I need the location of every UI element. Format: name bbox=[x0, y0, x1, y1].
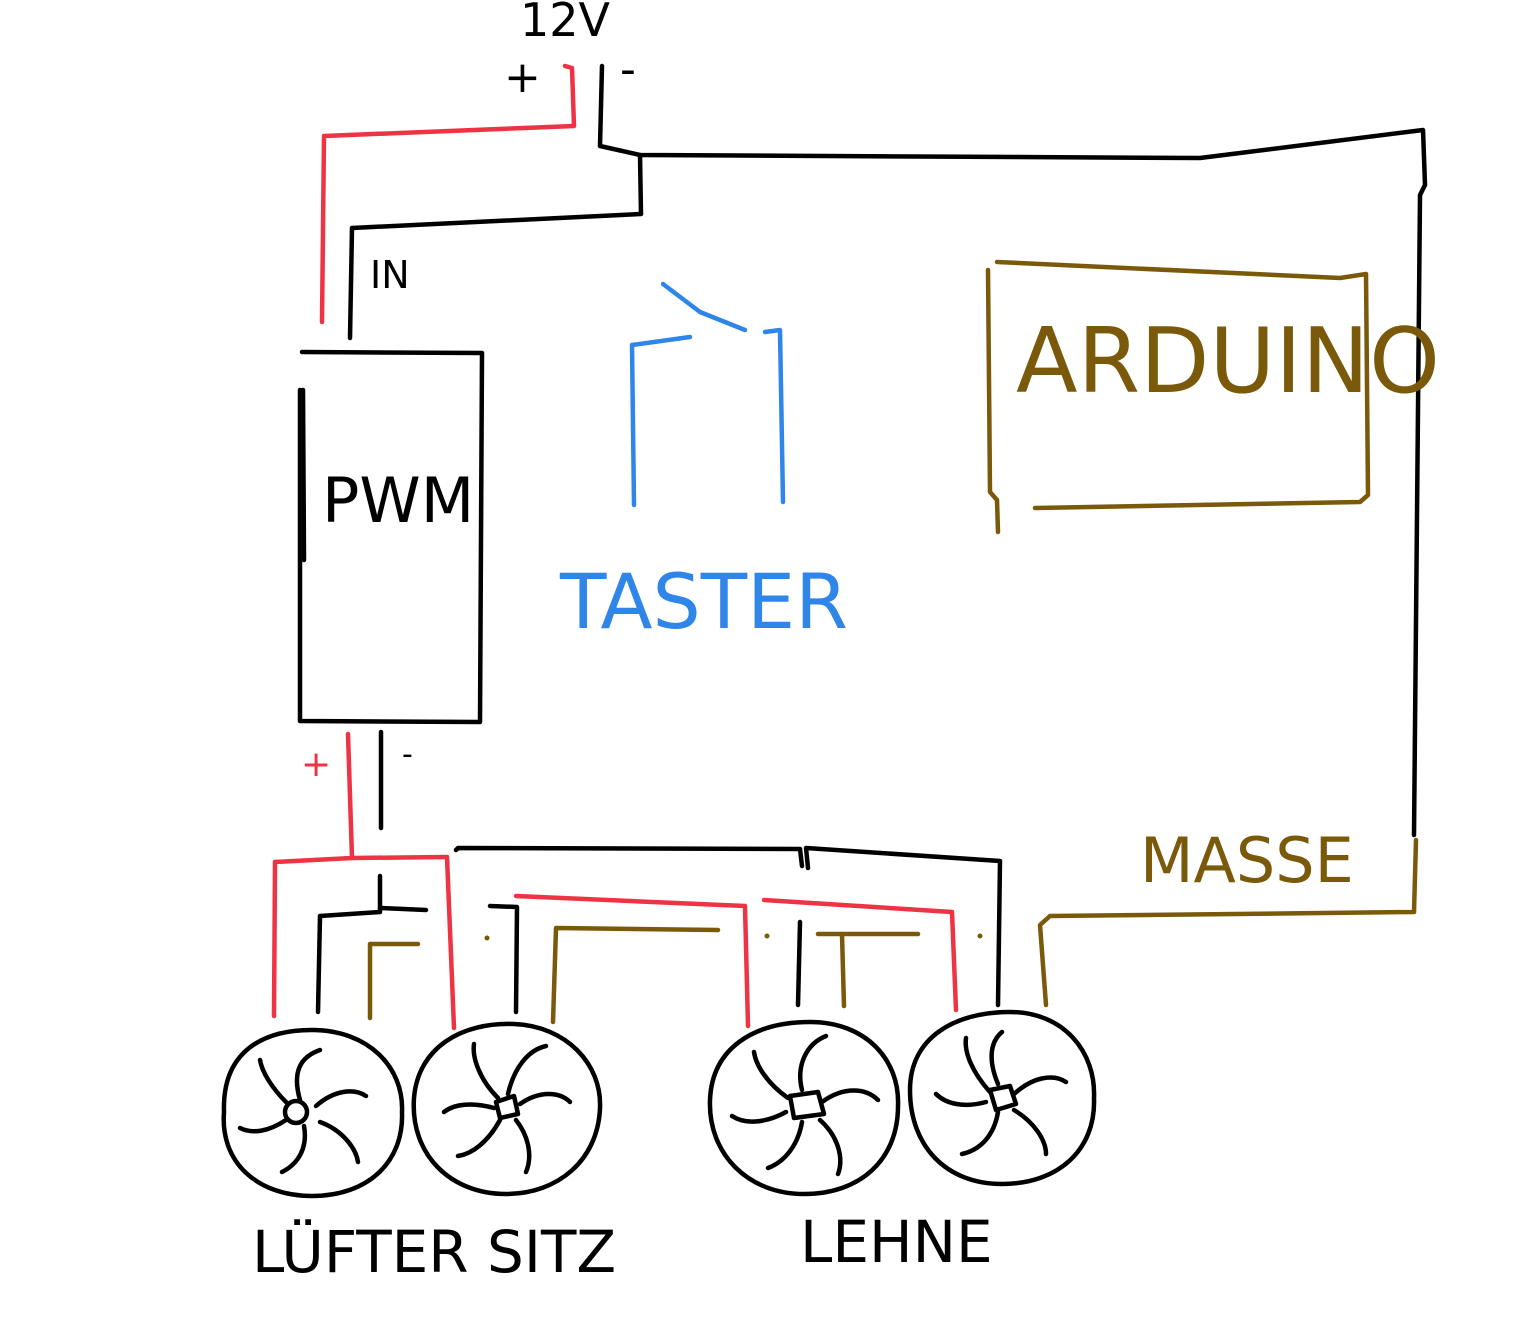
fan-seat-2 bbox=[411, 1021, 603, 1197]
pwm-label: PWM bbox=[322, 464, 474, 537]
fan-seat-label: LÜFTER SITZ bbox=[252, 1218, 616, 1286]
pwm-module bbox=[297, 349, 485, 725]
pwm-out-minus-label: - bbox=[402, 737, 413, 772]
pwm-in-wire bbox=[347, 152, 644, 341]
arduino-ground-wire bbox=[1037, 837, 1419, 1008]
fan-back-label: LEHNE bbox=[800, 1208, 993, 1276]
fan-seat-1 bbox=[221, 1027, 405, 1199]
masse-label: MASSE bbox=[1140, 824, 1354, 897]
pwm-in-label: IN bbox=[370, 253, 410, 297]
taster-label: TASTER bbox=[559, 557, 848, 646]
fan-back-2 bbox=[907, 1009, 1097, 1187]
pwm-positive-out-wire bbox=[271, 731, 355, 1019]
supply-positive-wire bbox=[319, 63, 577, 325]
fan-back-1 bbox=[707, 1019, 901, 1197]
supply-plus-label: + bbox=[504, 52, 541, 103]
taster-switch-symbol bbox=[629, 281, 786, 508]
supply-minus-label: - bbox=[620, 44, 636, 95]
arduino-box bbox=[985, 259, 1371, 535]
supply-voltage-label: 12V bbox=[520, 0, 611, 47]
fan-signal-wires bbox=[367, 941, 421, 1021]
pwm-out-plus-label: + bbox=[301, 744, 331, 785]
arduino-label: ARDUINO bbox=[1016, 309, 1440, 414]
supply-ground-wire bbox=[597, 63, 1428, 838]
